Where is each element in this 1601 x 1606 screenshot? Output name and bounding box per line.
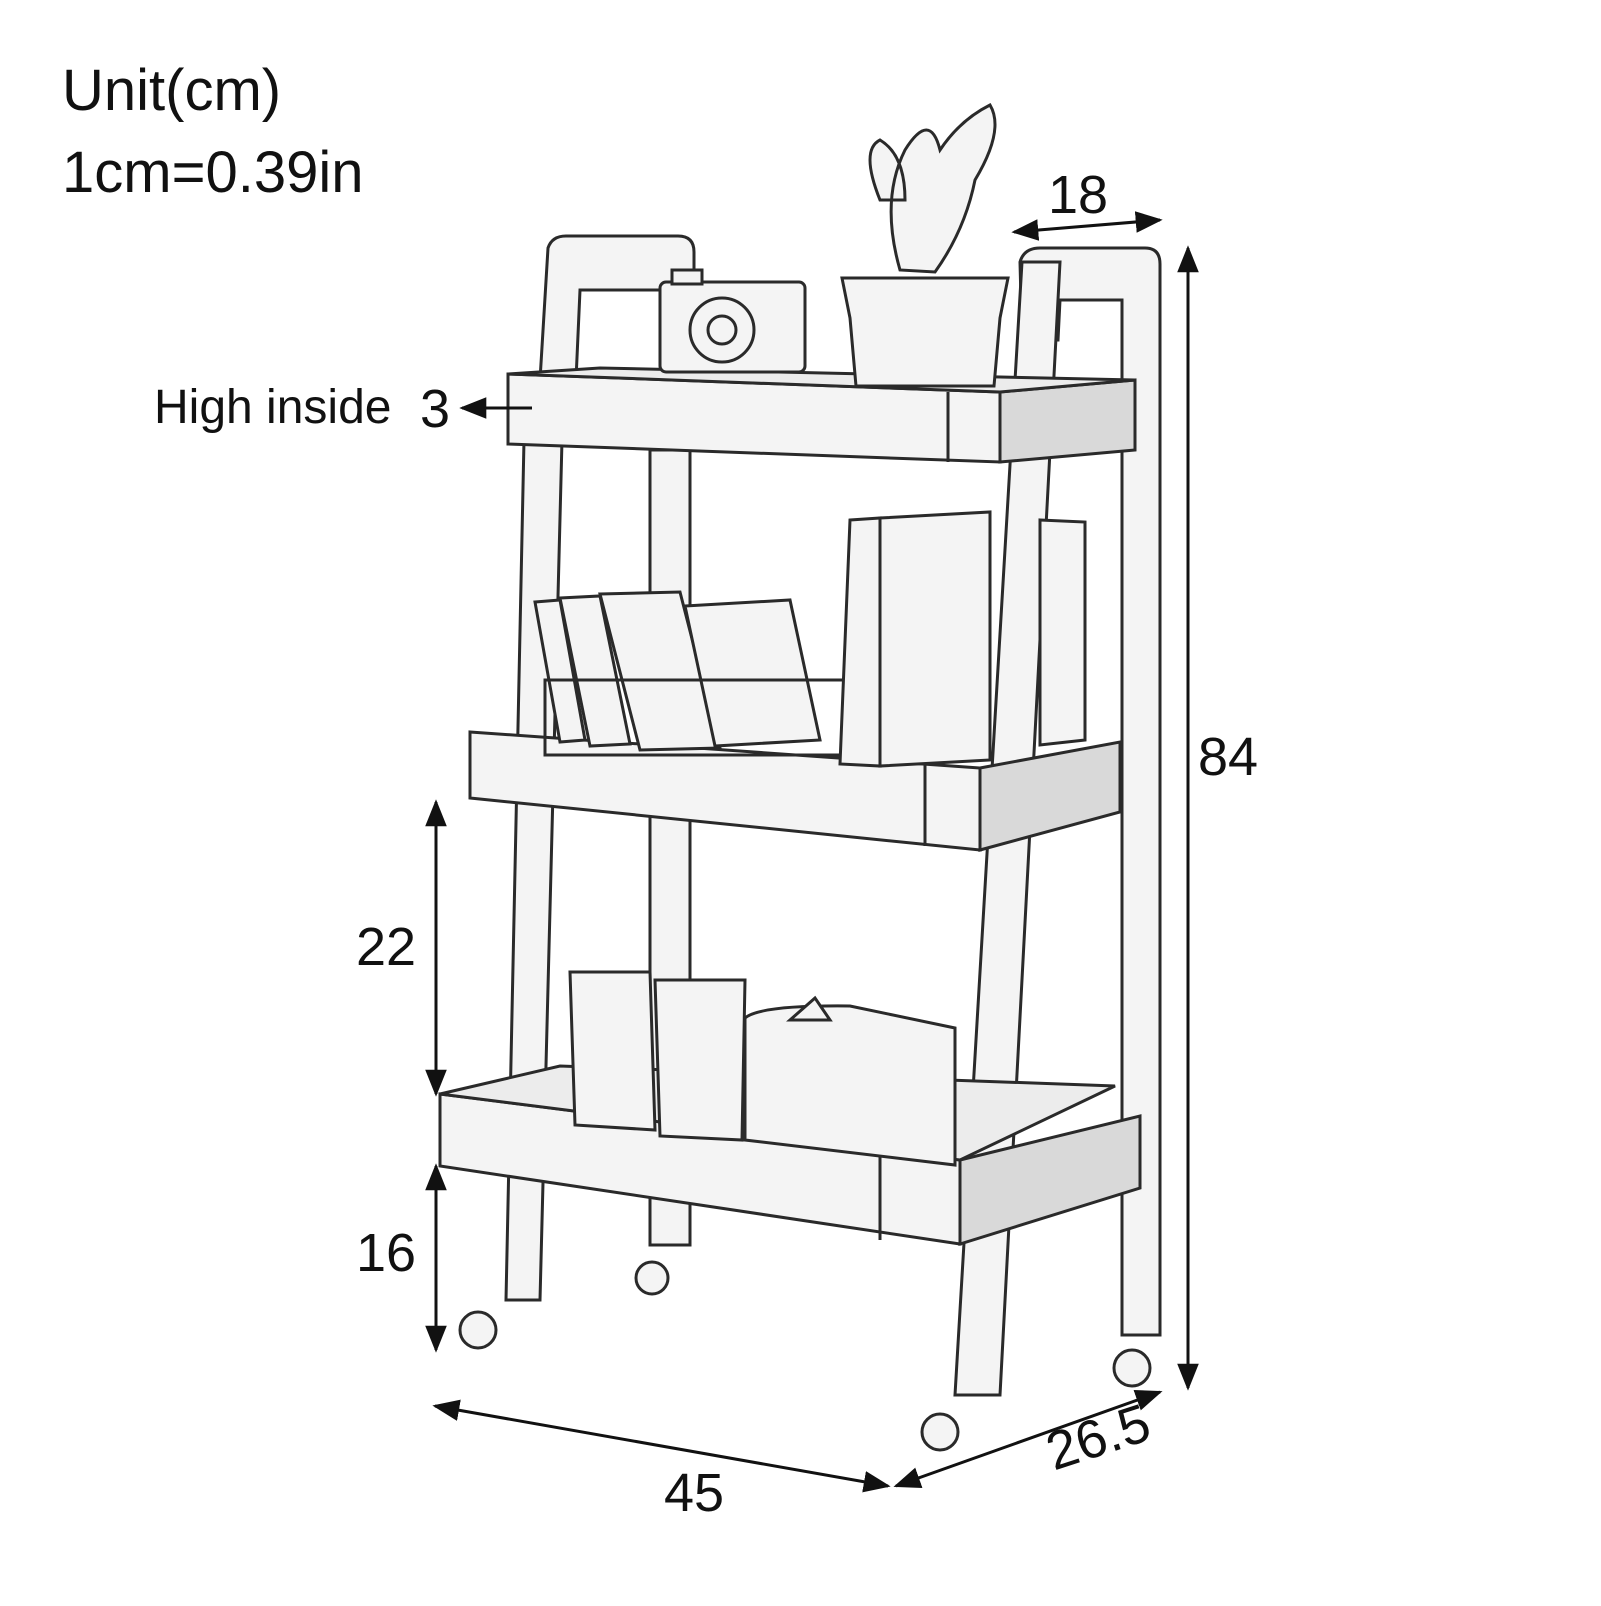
plant-pot-icon [840,103,1010,388]
high-inside-value: 3 [420,379,451,439]
shelf-top [506,366,1137,464]
caster-rear-right [1112,1348,1152,1388]
camera-icon [658,268,807,374]
high-inside-label: High inside [154,381,392,434]
dimension-shelf-gap: 22 [356,917,417,977]
caster-front-left [458,1310,498,1350]
caster-front-right [920,1412,960,1452]
caster-rear-left [634,1260,670,1296]
right-frame-top [1018,246,1162,1337]
dimension-lines [425,211,1199,1493]
dim-line-26-5 [893,1389,1163,1489]
dim-line-45 [432,1399,891,1493]
dimension-total-height: 84 [1198,727,1259,787]
dimension-top-depth: 18 [1048,165,1109,225]
conversion-label: 1cm=0.39in [62,140,364,205]
boots-and-box-icon [568,970,957,1167]
cactus-icon [868,103,997,274]
dimension-bottom-clearance: 16 [356,1223,417,1283]
dim-line-18 [1011,211,1163,241]
unit-label: Unit(cm) [62,58,282,123]
dimension-width: 45 [664,1463,725,1523]
books-icon [533,510,1087,768]
